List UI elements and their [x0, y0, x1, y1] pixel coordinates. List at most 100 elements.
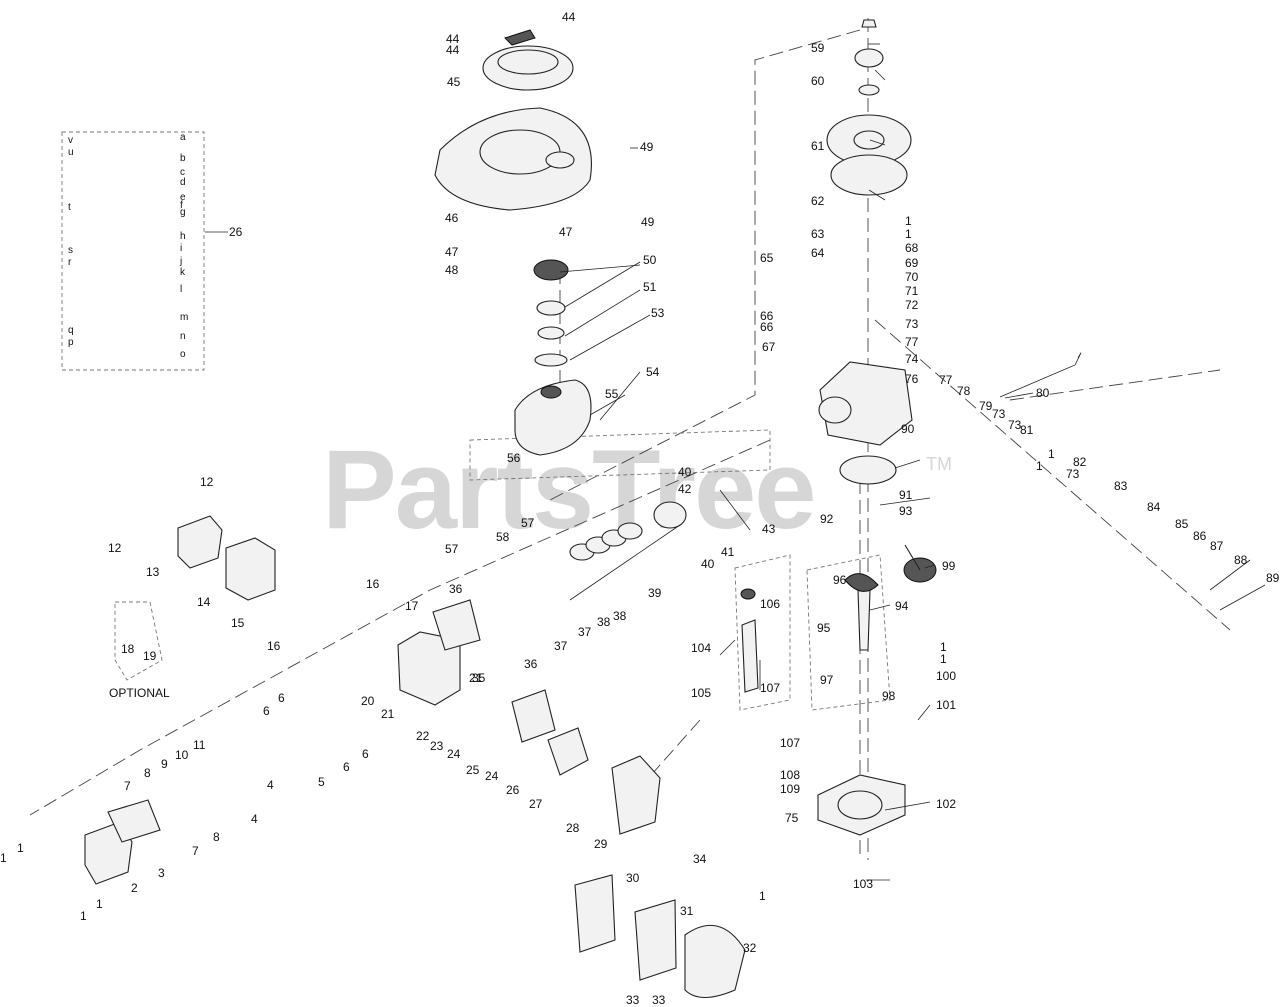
callout-38: 38: [613, 609, 627, 623]
callout-57: 57: [521, 516, 535, 530]
crankcase-gasket-part: [839, 455, 897, 485]
callout-1: 1: [80, 909, 87, 923]
callout-13: 13: [146, 565, 160, 579]
carb-letter-g: g: [180, 207, 186, 218]
callout-56: 56: [507, 451, 521, 465]
callout-7: 7: [124, 779, 131, 793]
callout-15: 15: [231, 616, 245, 630]
callout-3: 3: [158, 866, 165, 880]
callout-1: 1: [0, 851, 7, 865]
piston-group-box: [469, 429, 771, 481]
carb-letter-l: l: [180, 284, 182, 295]
callout-29: 29: [594, 837, 608, 851]
optional-spark-arrestor-box: [114, 601, 163, 681]
callout-20: 20: [361, 694, 375, 708]
callout-28: 28: [566, 821, 580, 835]
callout-24: 24: [485, 769, 499, 783]
callout-107: 107: [760, 681, 780, 695]
callout-64: 64: [811, 246, 825, 260]
callout-107: 107: [780, 736, 800, 750]
part-callouts: 1 1 1 1 1 1 1 1 1 1 1 2 3 4 4 5 6 6 6 6 …: [0, 10, 1280, 1007]
callout-44: 44: [446, 43, 460, 57]
oil-fill-rod-part: [999, 352, 1082, 398]
camshaft-part: [903, 544, 937, 583]
cylinder-head-part: [397, 599, 481, 706]
carb-letter-t: t: [68, 202, 71, 213]
callout-74: 74: [905, 352, 919, 366]
callout-106: 106: [760, 597, 780, 611]
callout-82: 82: [1073, 455, 1087, 469]
callout-8: 8: [144, 766, 151, 780]
callout-leader-lines: [205, 43, 1266, 881]
callout-6: 6: [362, 747, 369, 761]
callout-2: 2: [131, 881, 138, 895]
carb-letter-c: c: [180, 167, 185, 178]
callout-1: 1: [1036, 459, 1043, 473]
callout-85: 85: [1175, 517, 1189, 531]
carb-letter-q: q: [68, 325, 74, 336]
callout-72: 72: [905, 298, 919, 312]
callout-68: 68: [905, 241, 919, 255]
callout-71: 71: [905, 284, 919, 298]
callout-46: 46: [445, 211, 459, 225]
callout-60: 60: [811, 74, 825, 88]
callout-105: 105: [691, 686, 711, 700]
callout-97: 97: [820, 673, 834, 687]
callout-21: 21: [469, 671, 483, 685]
callout-103: 103: [853, 877, 873, 891]
callout-1: 1: [940, 640, 947, 654]
callout-1: 1: [96, 897, 103, 911]
callout-62: 62: [811, 194, 825, 208]
callout-7: 7: [192, 844, 199, 858]
callout-59: 59: [811, 41, 825, 55]
carb-letter-i: i: [180, 243, 182, 254]
carb-letter-u: u: [68, 147, 74, 158]
carb-letter-o: o: [180, 349, 186, 360]
callout-63: 63: [811, 227, 825, 241]
callout-1: 1: [1048, 447, 1055, 461]
carb-letter-e: e: [180, 192, 186, 203]
callout-44: 44: [446, 32, 460, 46]
callout-12: 12: [108, 541, 122, 555]
callout-102: 102: [936, 797, 956, 811]
watermark-brand: PartsTree: [322, 427, 815, 552]
callout-67: 67: [762, 340, 776, 354]
callout-90: 90: [901, 422, 915, 436]
recoil-starter-part: [482, 29, 574, 91]
callout-36: 36: [449, 582, 463, 596]
callout-55: 55: [605, 387, 619, 401]
fuel-tank-part: [514, 379, 592, 456]
carb-letter-h: h: [180, 231, 186, 242]
callout-47: 47: [445, 245, 459, 259]
callout-21: 21: [381, 707, 395, 721]
callout-66: 66: [760, 309, 774, 323]
callout-88: 88: [1234, 553, 1248, 567]
callout-93: 93: [899, 504, 913, 518]
callout-42: 42: [678, 482, 692, 496]
callout-73: 73: [905, 317, 919, 331]
callout-14: 14: [197, 595, 211, 609]
callout-99: 99: [942, 559, 956, 573]
callout-54: 54: [646, 365, 660, 379]
callout-76: 76: [905, 372, 919, 386]
optional-label: OPTIONAL: [109, 686, 170, 700]
callout-49: 49: [640, 140, 654, 154]
callout-27: 27: [529, 797, 543, 811]
carburetor-part: [511, 689, 589, 776]
callout-49: 49: [641, 215, 655, 229]
valve-cover-part: [84, 799, 161, 885]
callout-4: 4: [267, 778, 274, 792]
callout-40: 40: [678, 465, 692, 479]
callout-26: 26: [506, 783, 520, 797]
carb-letter-n: n: [180, 331, 186, 342]
callout-40: 40: [701, 557, 715, 571]
callout-101: 101: [936, 698, 956, 712]
oil-sump-part: [817, 774, 906, 836]
callout-65: 65: [760, 251, 774, 265]
callout-57: 57: [445, 542, 459, 556]
callout-70: 70: [905, 270, 919, 284]
piston-part: [569, 501, 687, 561]
callout-50: 50: [643, 253, 657, 267]
callout-91: 91: [899, 488, 913, 502]
